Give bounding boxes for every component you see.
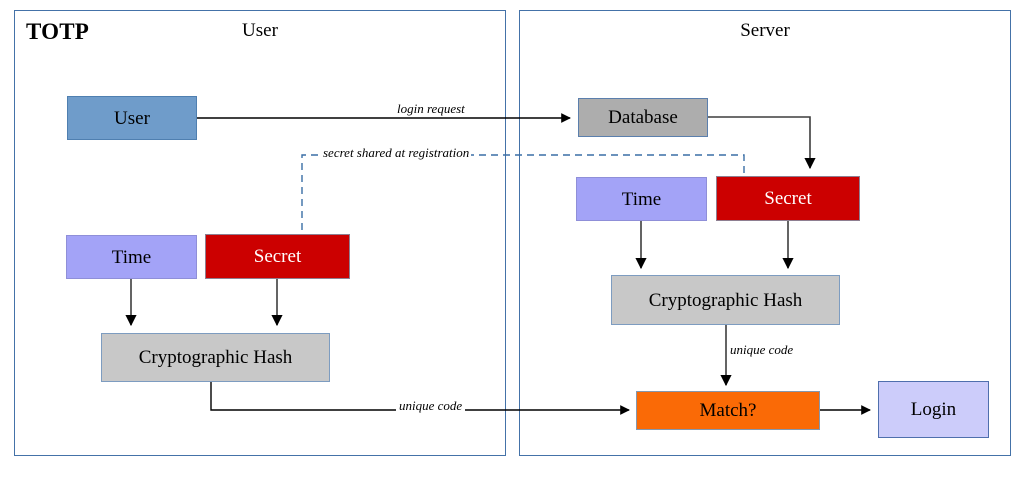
- edge-label-secret-shared: secret shared at registration: [321, 145, 472, 161]
- node-server-hash[interactable]: Cryptographic Hash: [611, 275, 840, 325]
- node-server-time[interactable]: Time: [576, 177, 707, 221]
- panel-user: [14, 10, 506, 456]
- diagram-title: TOTP: [26, 19, 90, 44]
- node-server-match[interactable]: Match?: [636, 391, 820, 430]
- node-server-database[interactable]: Database: [578, 98, 708, 137]
- node-user-user[interactable]: User: [67, 96, 197, 140]
- edge-label-login-request: login request: [397, 101, 465, 116]
- node-user-hash[interactable]: Cryptographic Hash: [101, 333, 330, 382]
- node-server-secret[interactable]: Secret: [716, 176, 860, 221]
- node-user-secret[interactable]: Secret: [205, 234, 350, 279]
- edge-label-unique-code-user: unique code: [396, 398, 466, 414]
- panel-server: [519, 10, 1011, 456]
- panel-title-server: Server: [740, 20, 790, 41]
- edge-label-unique-code-server: unique code: [730, 342, 794, 357]
- node-user-time[interactable]: Time: [66, 235, 197, 279]
- node-server-login[interactable]: Login: [878, 381, 989, 438]
- panel-title-user: User: [242, 20, 278, 41]
